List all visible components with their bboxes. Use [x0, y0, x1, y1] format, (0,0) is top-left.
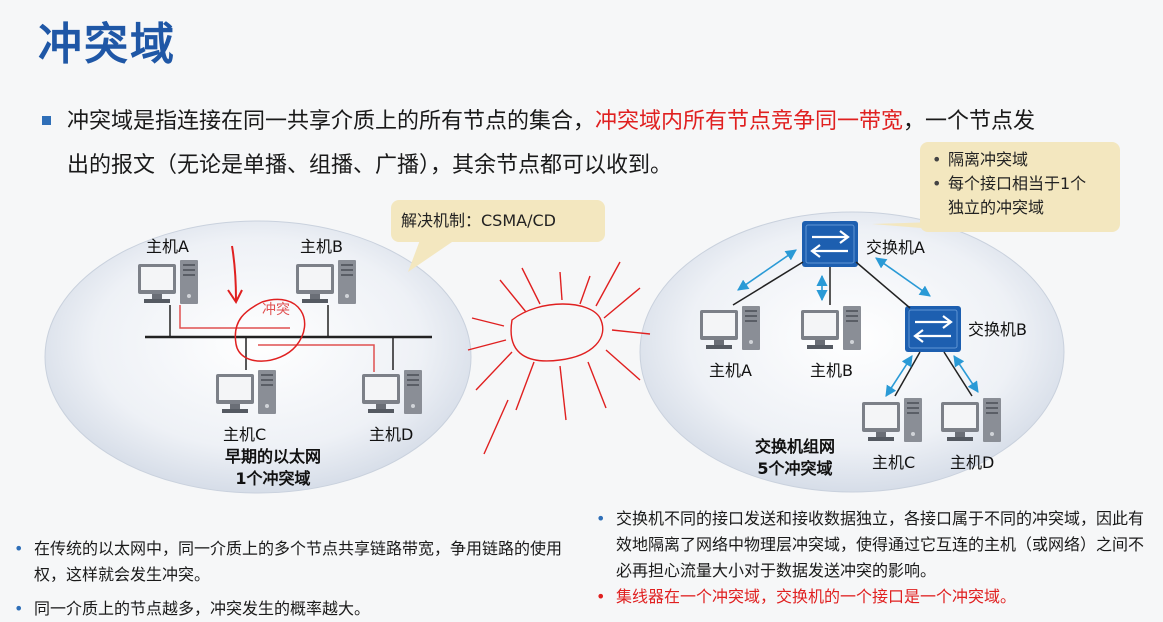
right-host-c-label: 主机C: [872, 453, 916, 472]
left-host-d-label: 主机D: [369, 425, 414, 444]
left-caption-count: 1个冲突域: [235, 469, 311, 488]
bullet-square-icon: [42, 116, 51, 125]
switch-a-icon: [802, 221, 858, 267]
left-host-a-label: 主机A: [146, 237, 189, 256]
right-host-d-label: 主机D: [950, 453, 995, 472]
right-caption-title: 交换机组网: [754, 437, 835, 456]
switch-b-label: 交换机B: [968, 320, 1027, 339]
switch-a-label: 交换机A: [866, 238, 925, 257]
callout-item: 每个接口相当于1个: [930, 172, 1110, 196]
left-caption-title: 早期的以太网: [224, 447, 321, 466]
intro-highlight: 冲突域内所有节点竞争同一带宽: [595, 109, 904, 134]
list-item: 交换机不同的接口发送和接收数据独立，各接口属于不同的冲突域，因此有效地隔离了网络…: [590, 506, 1150, 584]
callout-item-continued: 独立的冲突域: [948, 198, 1045, 217]
intro-text-2: ，一个节点发: [903, 109, 1036, 134]
callout-item: 隔离冲突域: [930, 148, 1110, 172]
collision-label: 冲突: [262, 302, 290, 318]
intro-paragraph: 冲突域是指连接在同一共享介质上的所有节点的集合，冲突域内所有节点竞争同一带宽，一…: [40, 100, 1120, 188]
intro-text-line2: 出的报文（无论是单播、组播、广播），其余节点都可以收到。: [67, 153, 673, 178]
left-host-c-label: 主机C: [223, 425, 267, 444]
right-host-b-label: 主机B: [810, 361, 853, 380]
intro-text-1: 冲突域是指连接在同一共享介质上的所有节点的集合，: [67, 109, 596, 134]
collision-signal-path: [179, 305, 290, 329]
list-item-highlight: 集线器在一个冲突域，交换机的一个接口是一个冲突域。: [590, 584, 1150, 610]
hand-drawn-sketch: [467, 261, 651, 455]
left-notes-list: 在传统的以太网中，同一介质上的多个节点共享链路带宽，争用链路的使用权，这样就会发…: [8, 536, 568, 622]
right-notes-list: 交换机不同的接口发送和接收数据独立，各接口属于不同的冲突域，因此有效地隔离了网络…: [590, 506, 1150, 610]
csma-cd-callout: 解决机制：CSMA/CD: [391, 200, 605, 242]
right-host-a-label: 主机A: [709, 361, 752, 380]
left-host-b-label: 主机B: [300, 237, 343, 256]
list-item: 同一介质上的节点越多，冲突发生的概率越大。: [8, 596, 568, 622]
right-caption-count: 5个冲突域: [757, 459, 833, 478]
list-item: 在传统的以太网中，同一介质上的多个节点共享链路带宽，争用链路的使用权，这样就会发…: [8, 536, 568, 588]
page-title: 冲突域: [38, 19, 176, 70]
isolation-callout: 隔离冲突域 每个接口相当于1个 独立的冲突域: [920, 142, 1120, 232]
switch-b-icon: [905, 306, 961, 352]
